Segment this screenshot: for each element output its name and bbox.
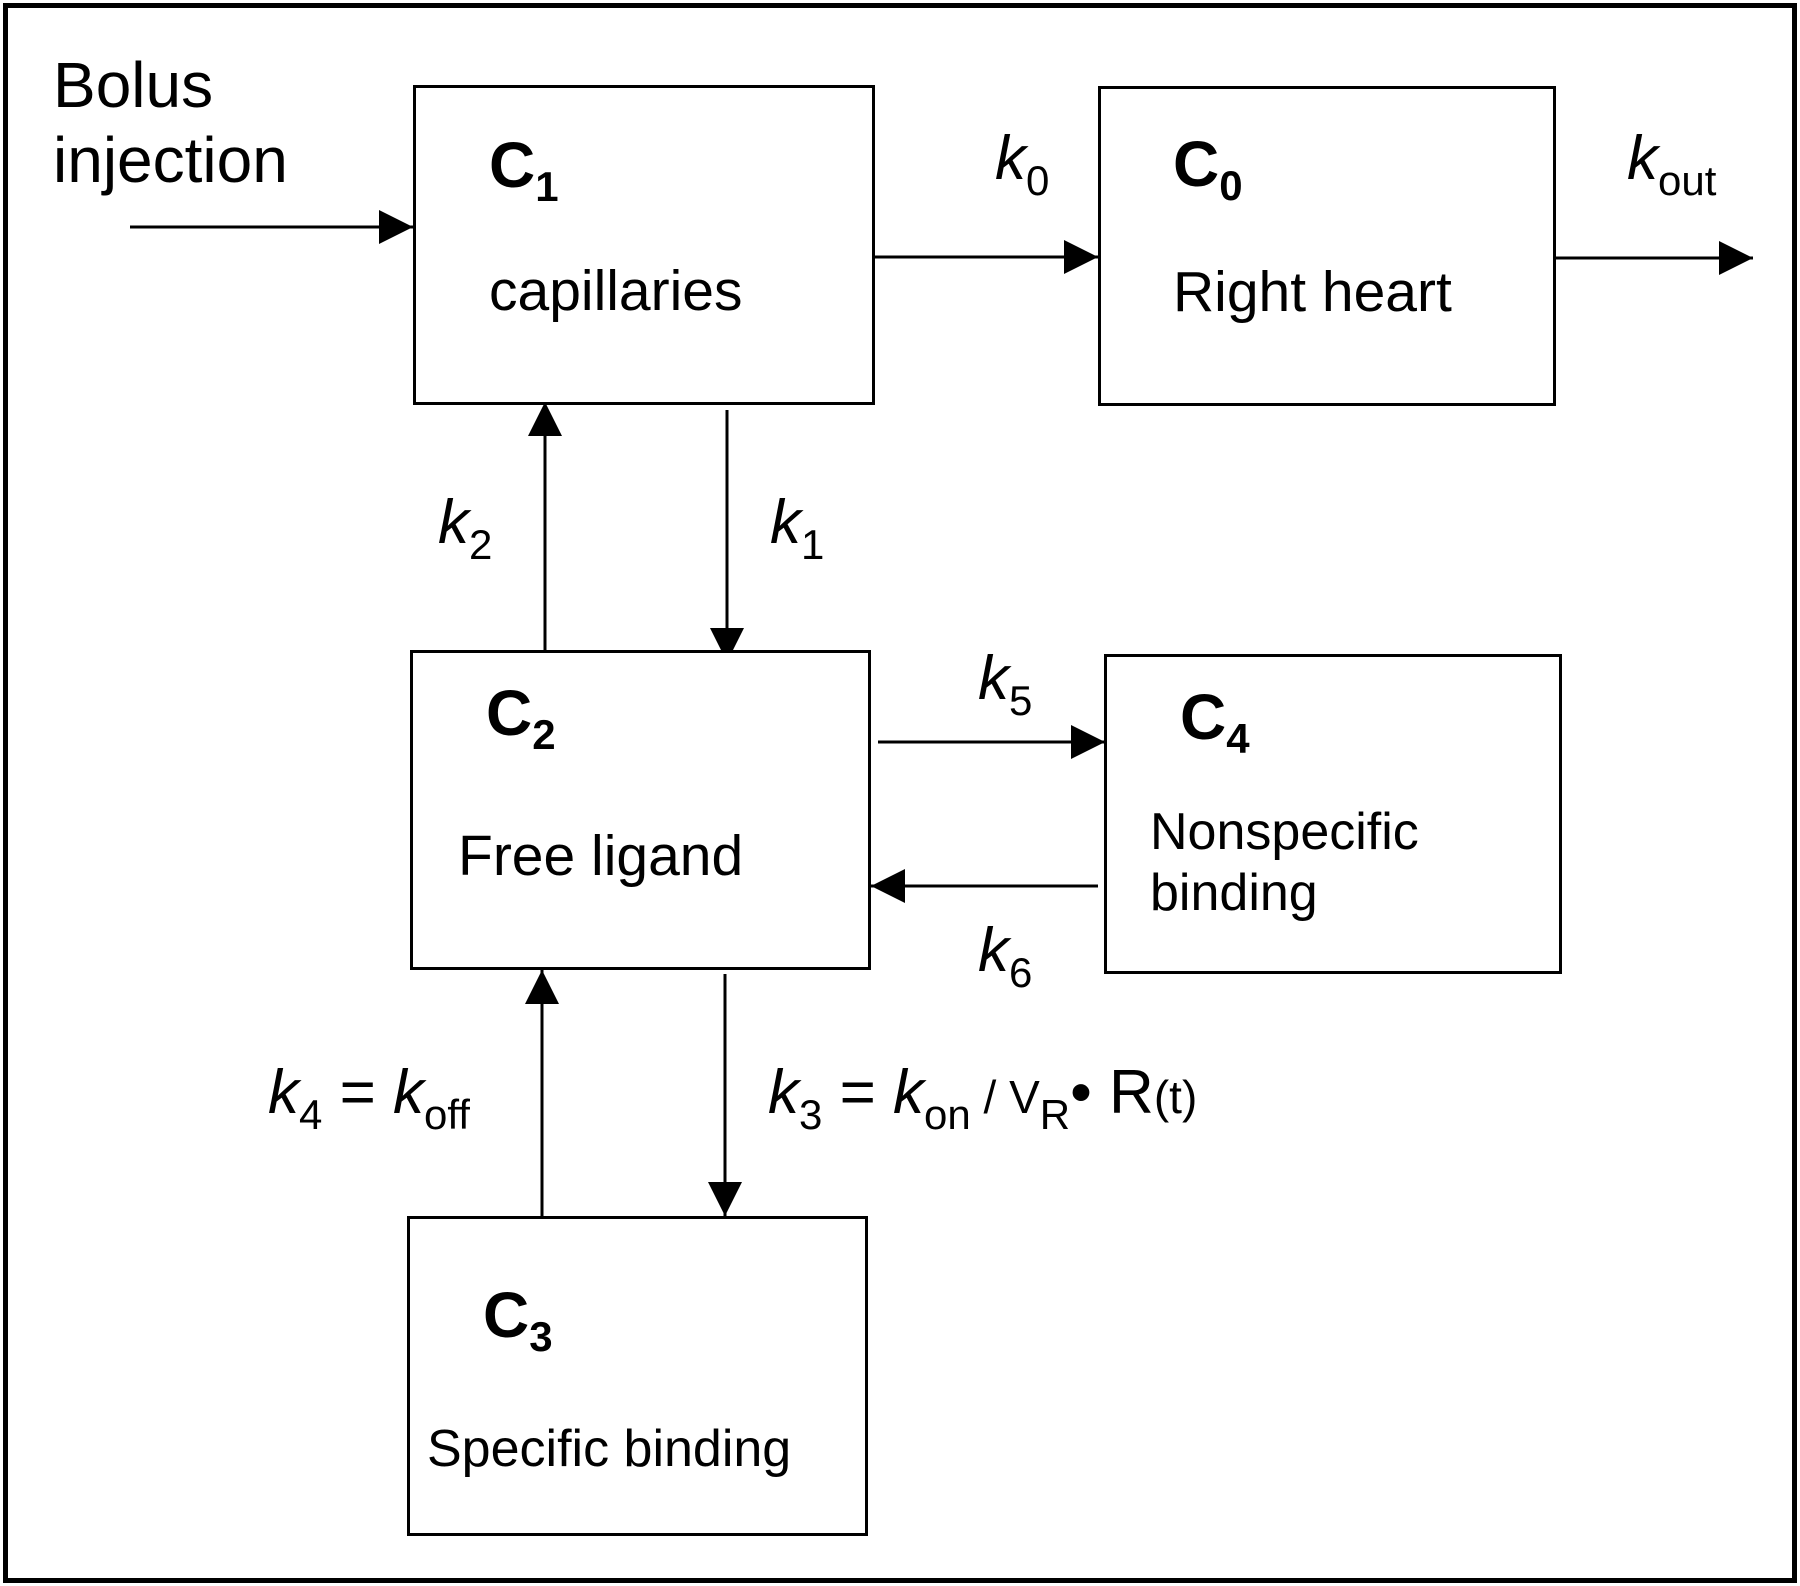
bolus-label-line1: Bolus	[53, 49, 214, 121]
c4-name: Nonspecific binding	[1150, 802, 1419, 924]
c4-id: C4	[1180, 681, 1250, 762]
compartment-c4: C4 Nonspecific binding	[1104, 654, 1562, 974]
k6-arrowhead	[871, 869, 905, 903]
bolus-label-line2: injection	[53, 123, 288, 196]
c4-name-line1: Nonspecific	[1150, 803, 1419, 861]
k3-equation-label: k3 = kon / VR• R(t)	[768, 1058, 1198, 1138]
bolus-arrowhead	[379, 210, 413, 244]
c1-name: capillaries	[489, 259, 743, 323]
k3-arrowhead	[708, 1182, 742, 1216]
k2-arrowhead	[528, 402, 562, 436]
c0-name: Right heart	[1173, 260, 1452, 324]
k1-label: k1	[770, 488, 825, 568]
compartment-c2: C2 Free ligand	[410, 650, 871, 970]
c2-name: Free ligand	[458, 824, 744, 888]
k5-label: k5	[978, 644, 1033, 724]
compartment-c0: C0 Right heart	[1098, 86, 1556, 406]
c3-id: C3	[483, 1279, 553, 1360]
kout-arrowhead	[1719, 241, 1753, 275]
bolus-injection-label: Bolus injection	[53, 48, 288, 198]
c2-id: C2	[486, 677, 556, 758]
compartment-c1: C1 capillaries	[413, 85, 875, 405]
c3-name: Specific binding	[427, 1420, 792, 1478]
k0-label: k0	[995, 124, 1050, 204]
c4-name-line2: binding	[1150, 863, 1318, 922]
diagram-frame	[3, 3, 1797, 1583]
k2-label: k2	[438, 488, 493, 568]
k1-arrowhead	[710, 628, 744, 662]
k0-arrowhead	[1064, 240, 1098, 274]
k4-equation-label: k4 = koff	[268, 1058, 470, 1138]
k5-arrowhead	[1071, 725, 1105, 759]
compartment-c3: C3 Specific binding	[407, 1216, 868, 1536]
c0-id: C0	[1173, 128, 1243, 209]
k4-arrowhead	[525, 970, 559, 1004]
kout-label: kout	[1627, 124, 1717, 204]
c1-id: C1	[489, 129, 559, 210]
k6-label: k6	[978, 916, 1033, 996]
